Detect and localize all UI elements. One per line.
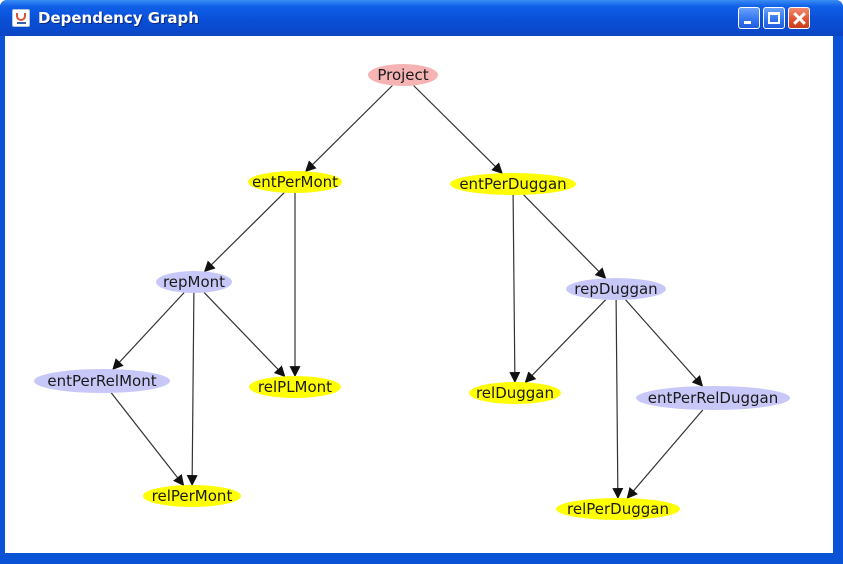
node-label-relPerMont: relPerMont (152, 487, 233, 505)
title-bar[interactable]: Dependency Graph (0, 0, 843, 36)
edge-repDuggan-to-relDuggan (524, 299, 607, 384)
node-entPerDuggan[interactable]: entPerDuggan (450, 173, 576, 195)
node-shape-Project (368, 64, 438, 86)
edge-entPerMont-to-repMont (203, 192, 285, 273)
edge-repDuggan-to-entPerRelDuggan (625, 299, 704, 387)
maximize-button[interactable] (763, 7, 785, 29)
dependency-graph: Project entPerMont entPerDuggan repMont repD… (34, 64, 790, 520)
node-relPLMont[interactable]: relPLMont (249, 376, 341, 398)
node-Project[interactable]: Project (368, 64, 438, 86)
edge-repDuggan-to-relPerDuggan (612, 299, 624, 500)
close-button[interactable] (788, 7, 810, 29)
node-relPerDuggan[interactable]: relPerDuggan (556, 498, 680, 520)
node-label-entPerMont: entPerMont (252, 173, 338, 191)
edge-Project-to-entPerMont (305, 85, 393, 173)
node-entPerMont[interactable]: entPerMont (248, 171, 342, 193)
window-title: Dependency Graph (38, 9, 199, 27)
edge-entPerDuggan-to-relDuggan (509, 194, 521, 384)
edge-entPerRelDuggan-to-relPerDuggan (626, 409, 704, 499)
node-shape-entPerRelMont (34, 369, 170, 393)
node-relPerMont[interactable]: relPerMont (143, 485, 241, 507)
node-label-repMont: repMont (163, 273, 225, 291)
node-shape-entPerRelDuggan (636, 386, 790, 410)
node-label-relDuggan: relDuggan (476, 384, 554, 402)
edge-repMont-to-relPerMont (186, 292, 198, 487)
node-shape-relPerDuggan (556, 498, 680, 520)
node-shape-repMont (156, 271, 232, 293)
node-entPerRelMont[interactable]: entPerRelMont (34, 369, 170, 393)
node-shape-relPLMont (249, 376, 341, 398)
node-relDuggan[interactable]: relDuggan (469, 382, 561, 404)
edge-repMont-to-entPerRelMont (112, 292, 185, 371)
node-label-entPerDuggan: entPerDuggan (459, 175, 566, 193)
edge-entPerRelMont-to-relPerMont (110, 392, 185, 487)
node-shape-entPerMont (248, 171, 342, 193)
node-shape-relPerMont (143, 485, 241, 507)
edges-layer (110, 85, 704, 500)
node-entPerRelDuggan[interactable]: entPerRelDuggan (636, 386, 790, 410)
java-cup-icon[interactable] (12, 9, 30, 27)
node-repMont[interactable]: repMont (156, 271, 232, 293)
node-repDuggan[interactable]: repDuggan (566, 278, 666, 300)
edge-repMont-to-relPLMont (203, 292, 286, 378)
nodes-layer: Project entPerMont entPerDuggan repMont repD… (34, 64, 790, 520)
node-shape-entPerDuggan (450, 173, 576, 195)
edge-Project-to-entPerDuggan (413, 85, 503, 174)
node-label-relPLMont: relPLMont (258, 378, 332, 396)
node-label-Project: Project (377, 66, 428, 84)
node-shape-relDuggan (469, 382, 561, 404)
graph-canvas[interactable]: Project entPerMont entPerDuggan repMont repD… (5, 36, 833, 553)
minimize-button[interactable] (738, 7, 760, 29)
node-label-entPerRelDuggan: entPerRelDuggan (648, 389, 778, 407)
edge-entPerDuggan-to-repDuggan (523, 194, 607, 279)
node-label-relPerDuggan: relPerDuggan (567, 500, 669, 518)
node-label-entPerRelMont: entPerRelMont (47, 372, 156, 390)
node-label-repDuggan: repDuggan (574, 280, 657, 298)
node-shape-repDuggan (566, 278, 666, 300)
